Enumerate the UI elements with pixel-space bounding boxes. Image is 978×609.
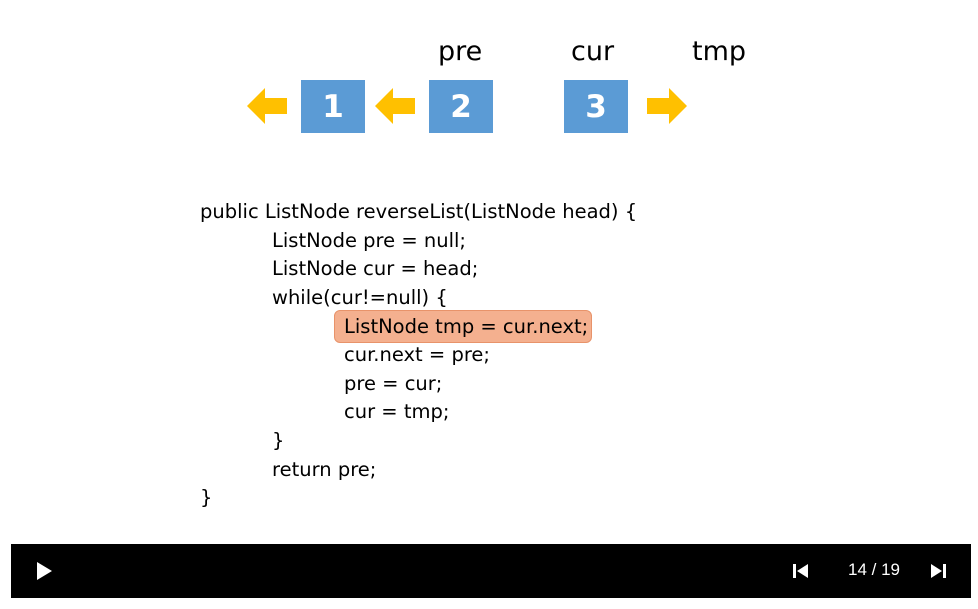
code-line: cur.next = pre; bbox=[344, 343, 490, 366]
code-line: public ListNode reverseList(ListNode hea… bbox=[200, 200, 638, 223]
previous-icon[interactable] bbox=[792, 562, 810, 580]
label-cur: cur bbox=[571, 36, 615, 67]
code-line: } bbox=[200, 486, 213, 509]
label-pre: pre bbox=[438, 36, 483, 67]
list-node-1: 1 bbox=[301, 80, 365, 133]
player-control-bar: 14 / 19 bbox=[11, 544, 971, 598]
list-node-3: 3 bbox=[564, 80, 628, 133]
code-line: ListNode cur = head; bbox=[272, 257, 479, 280]
list-node-2: 2 bbox=[429, 80, 493, 133]
code-line: ListNode tmp = cur.next; bbox=[344, 315, 589, 338]
code-line: return pre; bbox=[272, 458, 377, 481]
code-line: while(cur!=null) { bbox=[272, 286, 448, 309]
label-tmp: tmp bbox=[692, 36, 747, 67]
code-line: } bbox=[272, 429, 285, 452]
left-arrow-icon bbox=[247, 88, 287, 124]
right-arrow-icon bbox=[647, 88, 687, 124]
left-arrow-icon bbox=[375, 88, 415, 124]
page-counter: 14 / 19 bbox=[848, 560, 900, 579]
code-line: pre = cur; bbox=[344, 372, 443, 395]
play-icon[interactable] bbox=[35, 561, 53, 581]
code-line: ListNode pre = null; bbox=[272, 229, 467, 252]
highlighted-code-line bbox=[334, 310, 592, 343]
code-line: cur = tmp; bbox=[344, 400, 450, 423]
slide: pre cur tmp 1 2 3 public ListNode revers… bbox=[200, 36, 747, 509]
next-icon[interactable] bbox=[929, 562, 947, 580]
